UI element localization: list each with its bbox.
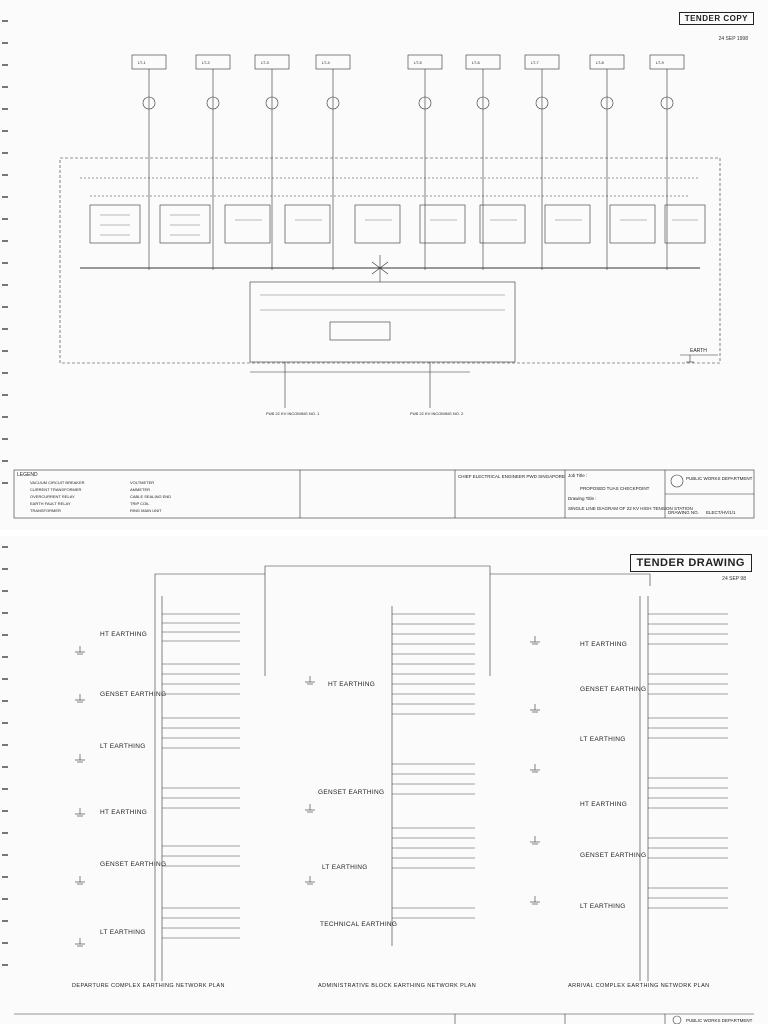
department-name: PUBLIC WORKS DEPARTMENT [686, 476, 753, 481]
job-title: PROPOSED TUAS CHECKPOINT [580, 486, 650, 491]
svg-text:HT EARTHING: HT EARTHING [100, 809, 147, 816]
svg-text:HT EARTHING: HT EARTHING [328, 681, 375, 688]
earthing-network-sheet: TENDER DRAWING 24 SEP 98 [0, 536, 768, 1024]
svg-text:VOLTMETER: VOLTMETER [130, 480, 154, 485]
svg-text:RING MAIN UNIT: RING MAIN UNIT [130, 508, 162, 513]
date-code: 24 SEP 98 [722, 576, 746, 582]
svg-text:TRIP COIL: TRIP COIL [130, 501, 150, 506]
svg-text:LT EARTHING: LT EARTHING [580, 736, 626, 743]
earth-electrodes [75, 636, 540, 947]
substation-boundary [59, 157, 721, 364]
drawing-title-label: Drawing Title : [568, 496, 597, 501]
svg-text:LT-9: LT-9 [656, 60, 664, 65]
svg-text:LT EARTHING: LT EARTHING [100, 929, 146, 936]
chief-engineer: CHIEF ELECTRICAL ENGINEER PWD SINGAPORE [458, 474, 565, 479]
incomer-switchboard [249, 281, 516, 363]
drawing-no-label: DRAWING NO. [668, 510, 699, 515]
single-line-diagram: LT-1 LT-2 LT-3 LT-4 LT-5 LT-6 LT-7 LT-8 … [13, 54, 755, 519]
incomer-2-label: PUB 22 KV INCOMING NO. 2 [410, 411, 464, 416]
transformers [142, 69, 674, 270]
date-code: 24 SEP 1998 [718, 36, 748, 42]
switchgear-modules [89, 204, 706, 244]
svg-text:LT EARTHING: LT EARTHING [580, 903, 626, 910]
svg-text:LT EARTHING: LT EARTHING [100, 743, 146, 750]
svg-text:LT-6: LT-6 [472, 60, 480, 65]
earth-label: EARTH [690, 348, 707, 354]
svg-text:LT-5: LT-5 [414, 60, 422, 65]
pwd-logo [670, 474, 684, 488]
svg-text:LT-2: LT-2 [202, 60, 210, 65]
left-section-labels: HT EARTHING GENSET EARTHING LT EARTHING … [100, 631, 166, 936]
svg-text:HT EARTHING: HT EARTHING [580, 801, 627, 808]
svg-text:LT-3: LT-3 [261, 60, 269, 65]
binder-holes [2, 546, 10, 986]
departure-plan-title: DEPARTURE COMPLEX EARTHING NETWORK PLAN [72, 983, 225, 989]
svg-text:GENSET EARTHING: GENSET EARTHING [318, 789, 384, 796]
earthing-network-diagram: HT EARTHING GENSET EARTHING LT EARTHING … [14, 565, 754, 1024]
job-title-label: Job Title : [568, 473, 587, 478]
bus-coupler [329, 321, 391, 341]
svg-text:TRANSFORMER: TRANSFORMER [30, 508, 61, 513]
svg-text:HT EARTHING: HT EARTHING [580, 641, 627, 648]
svg-text:LT-4: LT-4 [322, 60, 330, 65]
svg-text:VACUUM CIRCUIT BREAKER: VACUUM CIRCUIT BREAKER [30, 480, 85, 485]
svg-text:LT-7: LT-7 [531, 60, 539, 65]
svg-text:AMMETER: AMMETER [130, 487, 150, 492]
admin-plan-title: ADMINISTRATIVE BLOCK EARTHING NETWORK PL… [318, 983, 476, 989]
incomer-1-label: PUB 22 KV INCOMING NO. 1 [266, 411, 320, 416]
svg-text:CURRENT TRANSFORMER: CURRENT TRANSFORMER [30, 487, 82, 492]
svg-text:GENSET EARTHING: GENSET EARTHING [580, 686, 646, 693]
footer-department: PUBLIC WORKS DEPARTMENT [686, 1018, 753, 1023]
right-branches [648, 613, 728, 909]
legend-title: LEGEND [17, 472, 38, 478]
title-block-frame [13, 469, 755, 519]
feeder-labels: LT-1 LT-2 LT-3 LT-4 LT-5 LT-6 LT-7 LT-8 … [138, 60, 664, 65]
svg-text:OVERCURRENT RELAY: OVERCURRENT RELAY [30, 494, 75, 499]
arrival-plan-title: ARRIVAL COMPLEX EARTHING NETWORK PLAN [568, 983, 710, 989]
binder-holes [2, 20, 10, 504]
left-branches [162, 613, 240, 939]
middle-branches [392, 613, 475, 919]
drawing-no: ELECT/HV/1/1 [706, 510, 736, 515]
svg-text:HT EARTHING: HT EARTHING [100, 631, 147, 638]
svg-text:EARTH FAULT RELAY: EARTH FAULT RELAY [30, 501, 71, 506]
svg-text:LT-1: LT-1 [138, 60, 146, 65]
right-section-labels: HT EARTHING GENSET EARTHING LT EARTHING … [580, 641, 646, 910]
svg-text:GENSET EARTHING: GENSET EARTHING [100, 691, 166, 698]
legend-items: VACUUM CIRCUIT BREAKER CURRENT TRANSFORM… [30, 480, 171, 513]
tender-drawing-stamp: TENDER DRAWING [629, 554, 752, 572]
middle-section-labels: HT EARTHING GENSET EARTHING LT EARTHING … [318, 681, 397, 928]
svg-text:GENSET EARTHING: GENSET EARTHING [580, 852, 646, 859]
svg-text:GENSET EARTHING: GENSET EARTHING [100, 861, 166, 868]
tender-copy-stamp: TENDER COPY [678, 12, 754, 25]
drawing-title: SINGLE LINE DIAGRAM OF 22 KV HIGH TENSIO… [568, 506, 693, 511]
svg-text:LT-8: LT-8 [596, 60, 604, 65]
svg-text:TECHNICAL EARTHING: TECHNICAL EARTHING [320, 921, 397, 928]
single-line-diagram-sheet: TENDER COPY 24 SEP 1998 [2, 12, 755, 519]
svg-text:LT EARTHING: LT EARTHING [322, 864, 368, 871]
svg-text:CABLE SEALING END: CABLE SEALING END [130, 494, 171, 499]
